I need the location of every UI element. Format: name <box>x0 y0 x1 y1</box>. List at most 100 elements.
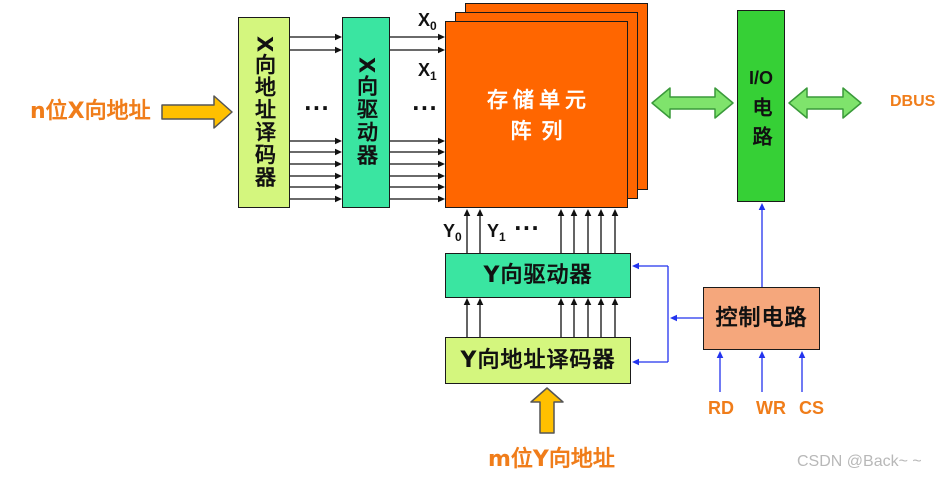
arrow-head <box>597 209 605 216</box>
arrow-head <box>798 351 806 358</box>
y-driver-to-array-arrow <box>584 209 592 253</box>
x-driver-label: X向驱动器 <box>354 57 379 168</box>
x1-letter: X <box>418 60 431 80</box>
y0-letter: Y <box>443 221 456 241</box>
y-decoder-to-driver-arrow <box>557 298 565 337</box>
watermark: CSDN @Back~ ~ <box>797 453 922 470</box>
x-driver-to-array-arrow <box>390 46 445 54</box>
control-circuit-label: 控制电路 <box>715 305 808 331</box>
x0-letter: X <box>418 10 431 30</box>
y-address-input-arrow <box>530 387 564 434</box>
arrow-head <box>557 298 565 305</box>
arrow-head <box>438 148 445 156</box>
y1-letter: Y <box>487 221 500 241</box>
arrow-head <box>438 195 445 203</box>
arrow-head <box>335 137 342 145</box>
x1-index: 1 <box>430 69 437 83</box>
y-driver: Y向驱动器 <box>445 253 631 298</box>
io-dbus-double-arrow <box>788 87 862 119</box>
x1-line-label: X1 <box>418 61 437 82</box>
arrow-head <box>570 298 578 305</box>
x-driver: X向驱动器 <box>342 17 390 208</box>
control-circuit: 控制电路 <box>703 287 820 350</box>
x-decoder-to-driver-arrow <box>290 148 342 156</box>
x0-line-label: X0 <box>418 11 437 32</box>
x-driver-to-array-arrow <box>390 33 445 41</box>
arrow-head <box>632 262 639 270</box>
x-driver-to-array-arrow <box>390 195 445 203</box>
y-decoder-to-driver-arrow <box>584 298 592 337</box>
y-driver-to-array-arrow <box>597 209 605 253</box>
arrow-head <box>584 209 592 216</box>
arrow-head <box>584 298 592 305</box>
x-address-decoder-label: X向地址译码器 <box>252 36 277 189</box>
x-address-input-label: n位X向地址 <box>30 99 151 124</box>
arrow-head <box>335 160 342 168</box>
x-decoder-to-driver-arrow <box>290 195 342 203</box>
y0-index: 0 <box>455 230 462 244</box>
arrow-head <box>758 203 766 210</box>
arrow-head <box>438 137 445 145</box>
arrow-head <box>438 172 445 180</box>
arrow-head <box>335 172 342 180</box>
rd-signal-label: RD <box>708 398 734 418</box>
memory-array-label-line1: 存储单元 <box>487 88 591 112</box>
y-driver-label: Y向驱动器 <box>483 262 593 288</box>
x-decoder-to-driver-arrow <box>290 46 342 54</box>
arrow-head <box>335 183 342 191</box>
x-address-decoder: X向地址译码器 <box>238 17 290 208</box>
array-io-double-arrow <box>651 87 734 119</box>
y-decoder-to-driver-arrow <box>476 298 484 337</box>
memory-array-label-line2: 阵列 <box>510 119 573 143</box>
arrow-head <box>335 33 342 41</box>
y-address-decoder: Y向地址译码器 <box>445 337 631 384</box>
memory-cell-array: 存储单元 阵列 <box>445 21 628 208</box>
control-to-y-bus-arrow <box>670 314 703 322</box>
arrow-head <box>597 298 605 305</box>
y-driver-to-array-arrow <box>570 209 578 253</box>
x-decoder-to-driver-arrow <box>290 183 342 191</box>
x-decoder-to-driver-arrow <box>290 172 342 180</box>
x-driver-to-array-arrow <box>390 160 445 168</box>
arrow-head <box>438 33 445 41</box>
arrow-head <box>335 195 342 203</box>
y-driver-to-array-arrow <box>557 209 565 253</box>
rd-input-arrow <box>716 351 724 392</box>
cs-signal-label: CS <box>799 398 825 418</box>
y0-line-label: Y0 <box>443 222 462 243</box>
arrow-head <box>716 351 724 358</box>
y-decoder-to-driver-arrow <box>611 298 619 337</box>
y1-line-label: Y1 <box>487 222 506 243</box>
x-driver-to-array-arrow <box>390 172 445 180</box>
x-lines-ellipsis: ··· <box>412 96 438 120</box>
arrow-head <box>476 298 484 305</box>
arrow-head <box>463 209 471 216</box>
y-decoder-to-driver-arrow <box>597 298 605 337</box>
arrow-head <box>438 46 445 54</box>
io-circuit-label-circuit: 电路 <box>749 97 773 155</box>
x-address-input-arrow <box>161 95 233 129</box>
control-to-y-decoder-arrow <box>632 358 668 366</box>
y1-index: 1 <box>499 230 506 244</box>
io-circuit-label-io: I/O <box>748 68 773 88</box>
y-lines-ellipsis: ··· <box>514 216 540 240</box>
arrow-head <box>557 209 565 216</box>
x-driver-to-array-arrow <box>390 137 445 145</box>
y-driver-to-array-arrow <box>463 209 471 253</box>
arrow-head <box>758 351 766 358</box>
arrow-head <box>632 358 639 366</box>
x-lines-ellipsis: ··· <box>304 96 330 120</box>
arrow-head <box>570 209 578 216</box>
y-address-input-label: m位Y向地址 <box>488 447 615 472</box>
wr-signal-label: WR <box>756 398 786 418</box>
x-driver-to-array-arrow <box>390 148 445 156</box>
x-driver-to-array-arrow <box>390 183 445 191</box>
x-decoder-to-driver-arrow <box>290 160 342 168</box>
x-decoder-to-driver-arrow <box>290 137 342 145</box>
arrow-head <box>335 148 342 156</box>
y-decoder-to-driver-arrow <box>463 298 471 337</box>
wr-input-arrow <box>758 351 766 392</box>
arrow-head <box>463 298 471 305</box>
arrow-head <box>438 160 445 168</box>
